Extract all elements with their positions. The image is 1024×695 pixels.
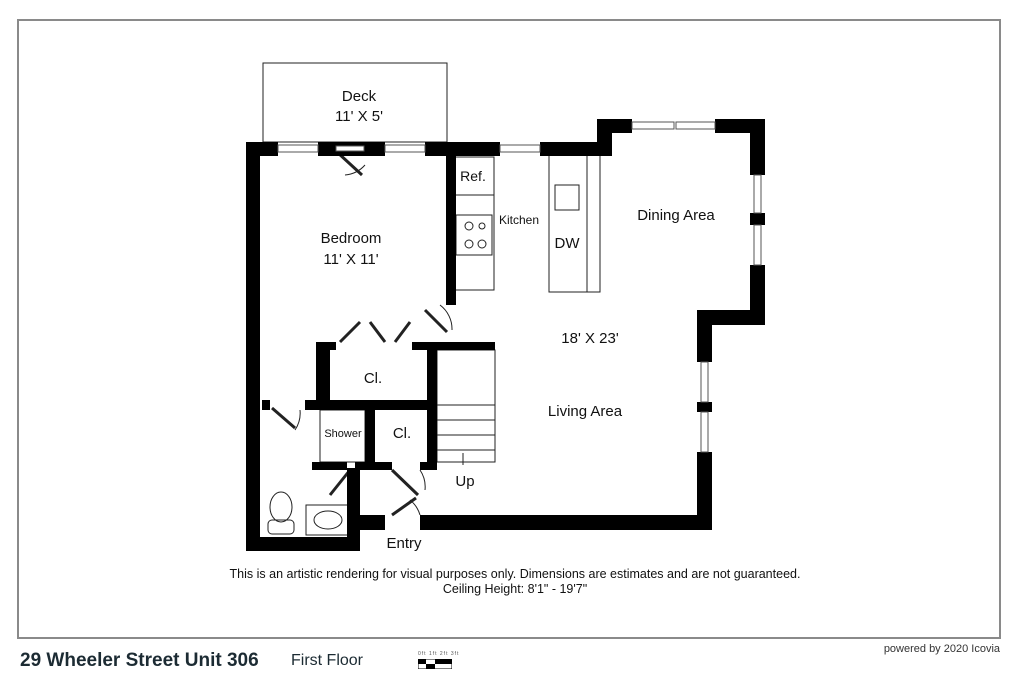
sink [554,184,580,211]
disclaimer: This is an artistic rendering for visual… [229,567,801,581]
stove [455,214,493,256]
powered-by: powered by 2020 Icovia [883,643,1000,655]
address-title: 29 Wheeler Street Unit 306 [20,650,259,671]
ceiling-height: Ceiling Height: 8'1" - 19'7" [442,582,588,596]
scale-labels: 0ft 1ft 2ft 3ft [418,651,460,657]
deck-dims: 11' X 5' [335,108,383,125]
living-label: Living Area [548,403,623,420]
toilet [269,491,293,523]
deck-label: Deck [342,88,377,105]
closet-label-2: Cl. [393,425,411,442]
windows [277,121,762,453]
stairs [436,349,496,463]
living-dims: 18' X 23' [561,330,619,347]
shower-label: Shower [324,428,362,440]
bedroom-dims: 11' X 11' [323,251,378,268]
walls [246,119,765,551]
floor-label: First Floor [291,652,363,669]
kitchen-label: Kitchen [499,213,539,227]
plan-frame [17,19,1001,639]
dining-label: Dining Area [637,207,715,224]
scale-bar: 0ft 1ft 2ft 3ft [418,651,459,669]
dw-label: DW [555,235,581,252]
counter [453,194,495,291]
bedroom-label: Bedroom [321,230,382,247]
kitchen-island [548,154,601,293]
ref-label: Ref. [460,168,486,184]
stairs-up-label: Up [455,473,474,490]
closet-label: Cl. [364,370,382,387]
entry-label: Entry [386,535,422,552]
vanity [305,504,351,536]
scale-bar-graphic [418,659,452,669]
